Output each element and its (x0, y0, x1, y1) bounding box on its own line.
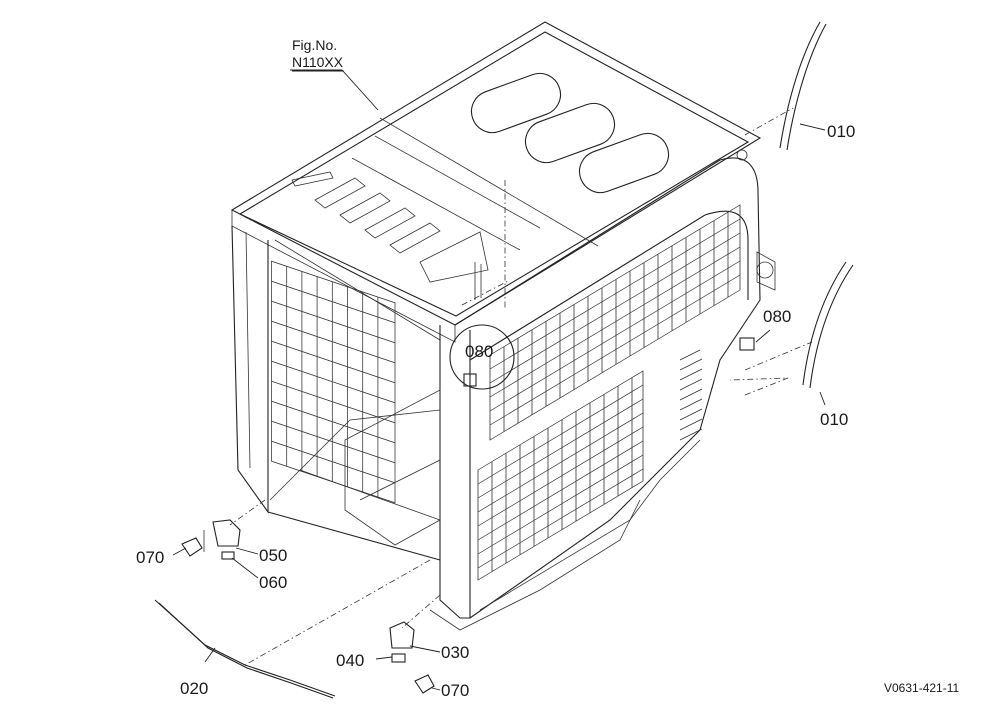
callout-060: 060 (259, 573, 287, 592)
callout-080-left: 080 (465, 342, 493, 361)
roof-window-cutouts (470, 72, 670, 194)
callout-070-left: 070 (136, 548, 164, 567)
left-side-mesh (271, 260, 396, 504)
part-050-latch (203, 519, 241, 552)
reference-lines (229, 107, 813, 666)
part-060-pad (221, 551, 235, 560)
part-020-rod (154, 599, 336, 699)
part-070-clip-left (181, 537, 203, 557)
figure-label-line2: N110XX (292, 54, 344, 70)
side-vent-slots (679, 349, 703, 441)
part-080-block-right (739, 337, 755, 351)
callout-050: 050 (259, 546, 287, 565)
right-side-mesh-upper (489, 204, 741, 441)
part-040-pad (391, 653, 406, 663)
part-010-weatherstrip-lower (802, 261, 854, 389)
callout-030: 030 (441, 643, 469, 662)
drawing-code: V0631-421-11 (884, 681, 959, 695)
figure-label-line1: Fig.No. (292, 37, 337, 53)
callout-040: 040 (336, 651, 364, 670)
leader-lines (172, 69, 826, 691)
part-080-block-left (449, 324, 515, 390)
callout-070-right: 070 (441, 681, 469, 700)
callout-020: 020 (180, 679, 208, 698)
callout-010-lower: 010 (820, 410, 848, 429)
callout-010-upper: 010 (827, 122, 855, 141)
part-070-clip-right (414, 674, 435, 694)
part-030-latch (389, 621, 415, 649)
cab-canopy-assembly (230, 21, 776, 631)
part-010-weatherstrip-upper (779, 21, 827, 151)
right-side-mesh-lower (477, 370, 644, 581)
roof-front-slots (314, 177, 489, 283)
callout-080-right: 080 (763, 307, 791, 326)
